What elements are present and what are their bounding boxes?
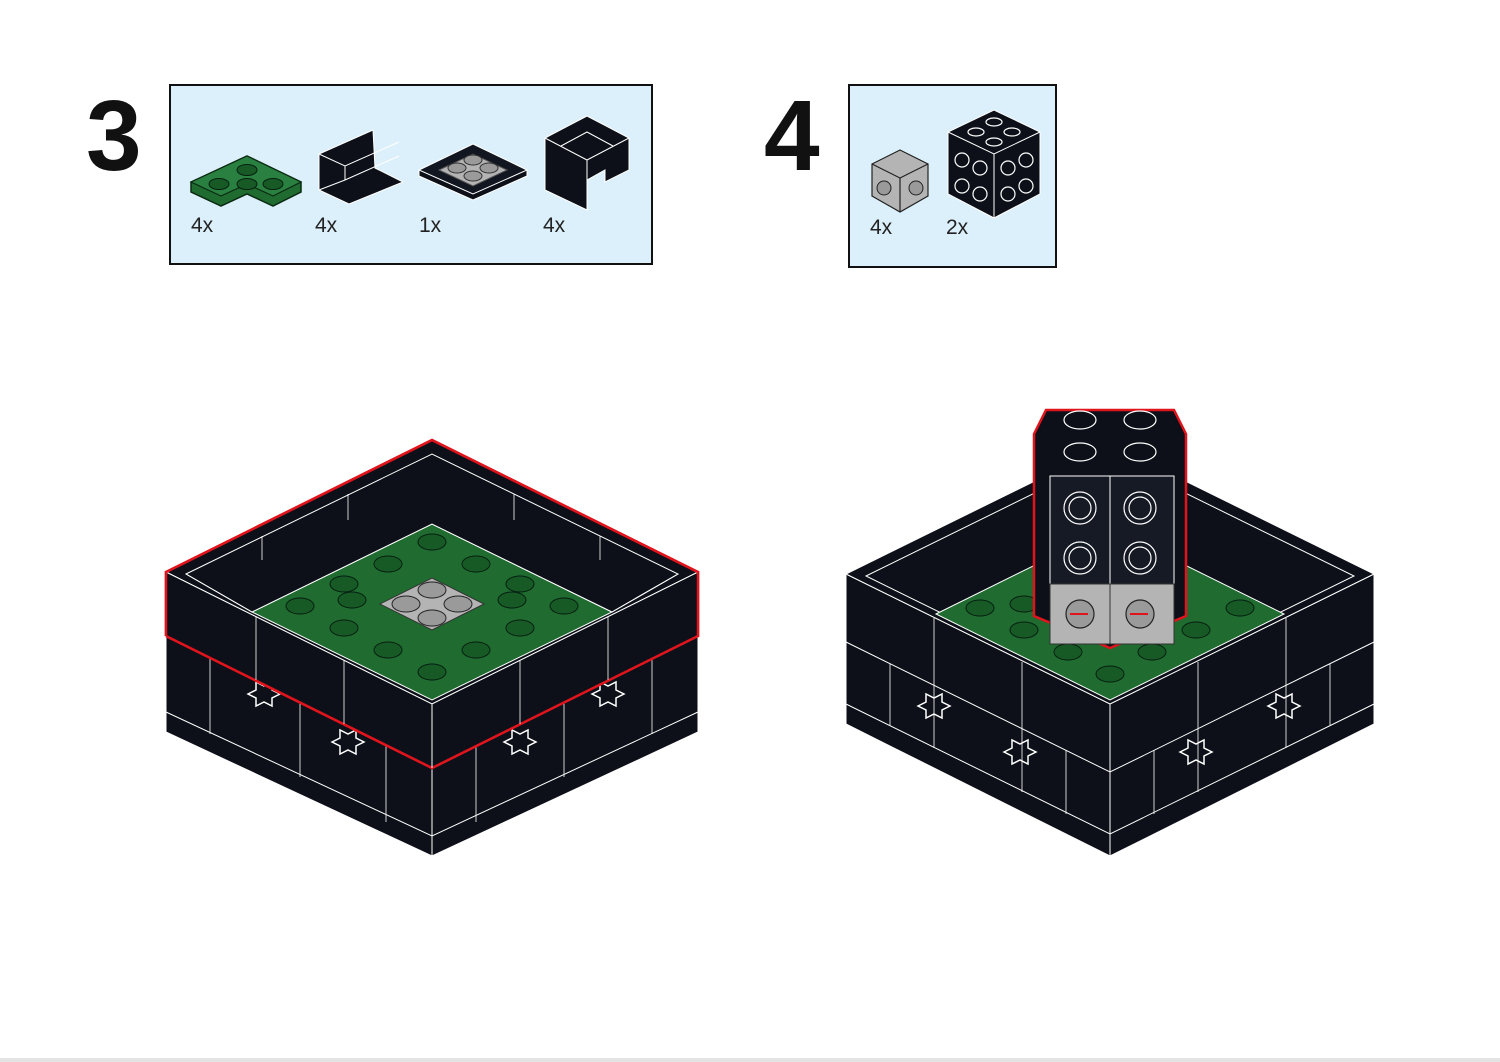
gray-brick-studs-on-sides-icon — [871, 149, 929, 213]
parts-callout: 4x 2x — [848, 84, 1057, 268]
step-number: 4 — [764, 80, 820, 192]
black-brick-studs-on-sides-icon — [947, 109, 1041, 219]
black-corner-panel-icon — [544, 115, 630, 211]
page-edge-divider — [0, 1058, 1500, 1062]
step-number: 3 — [86, 80, 142, 192]
green-corner-plate-icon — [189, 155, 303, 207]
part-quantity: 4x — [191, 214, 214, 237]
part-quantity: 2x — [946, 216, 969, 239]
part-quantity: 4x — [870, 216, 893, 239]
gray-plate-2x2-icon — [417, 143, 529, 201]
part-quantity: 1x — [419, 214, 442, 237]
part-quantity: 4x — [315, 214, 338, 237]
parts-callout: 4x 4x 1x 4x — [169, 84, 653, 265]
box-with-panels-model — [164, 438, 700, 857]
part-quantity: 4x — [543, 214, 566, 237]
black-bracket-icon — [318, 129, 405, 205]
box-with-center-column-model — [844, 408, 1376, 857]
